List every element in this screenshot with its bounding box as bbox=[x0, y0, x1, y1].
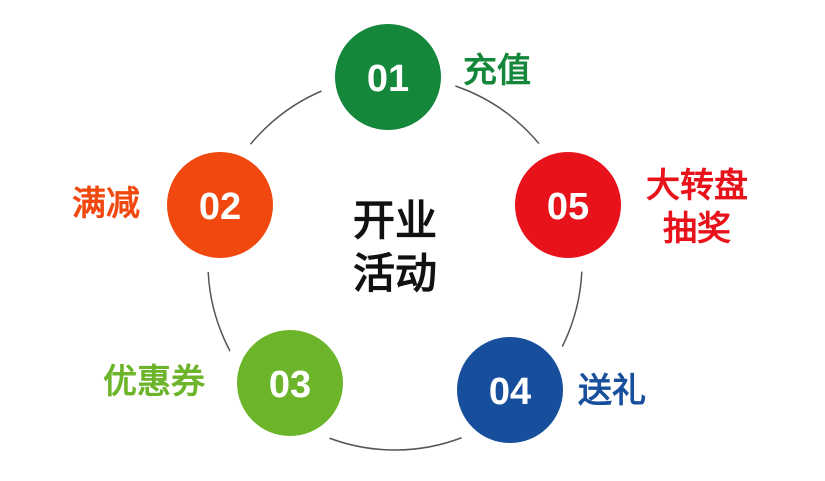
step-03-node: 03 bbox=[222, 315, 358, 451]
step-01-label: 充值 bbox=[463, 51, 531, 91]
svg-text:03: 03 bbox=[269, 364, 311, 406]
svg-text:01: 01 bbox=[367, 58, 409, 100]
step-04-label: 送礼 bbox=[578, 371, 646, 411]
svg-text:02: 02 bbox=[199, 186, 241, 228]
step-02-label: 满减 bbox=[72, 184, 140, 224]
step-01-node: 01 bbox=[320, 9, 456, 145]
center-title-line: 开业 bbox=[352, 196, 437, 245]
center-title: 开业 活动 bbox=[330, 195, 460, 300]
step-05-label: 大转盘 抽奖 bbox=[638, 165, 756, 250]
svg-text:04: 04 bbox=[489, 371, 531, 413]
step-05-node: 05 bbox=[500, 137, 636, 273]
step-04-node: 04 bbox=[442, 322, 578, 458]
step-05-label-line: 抽奖 bbox=[663, 208, 731, 249]
center-title-line: 活动 bbox=[352, 248, 437, 298]
step-03-label: 优惠券 bbox=[103, 362, 205, 402]
step-05-label-line: 大转盘 bbox=[646, 166, 748, 206]
svg-text:05: 05 bbox=[547, 186, 589, 228]
step-02-node: 02 bbox=[152, 137, 288, 273]
